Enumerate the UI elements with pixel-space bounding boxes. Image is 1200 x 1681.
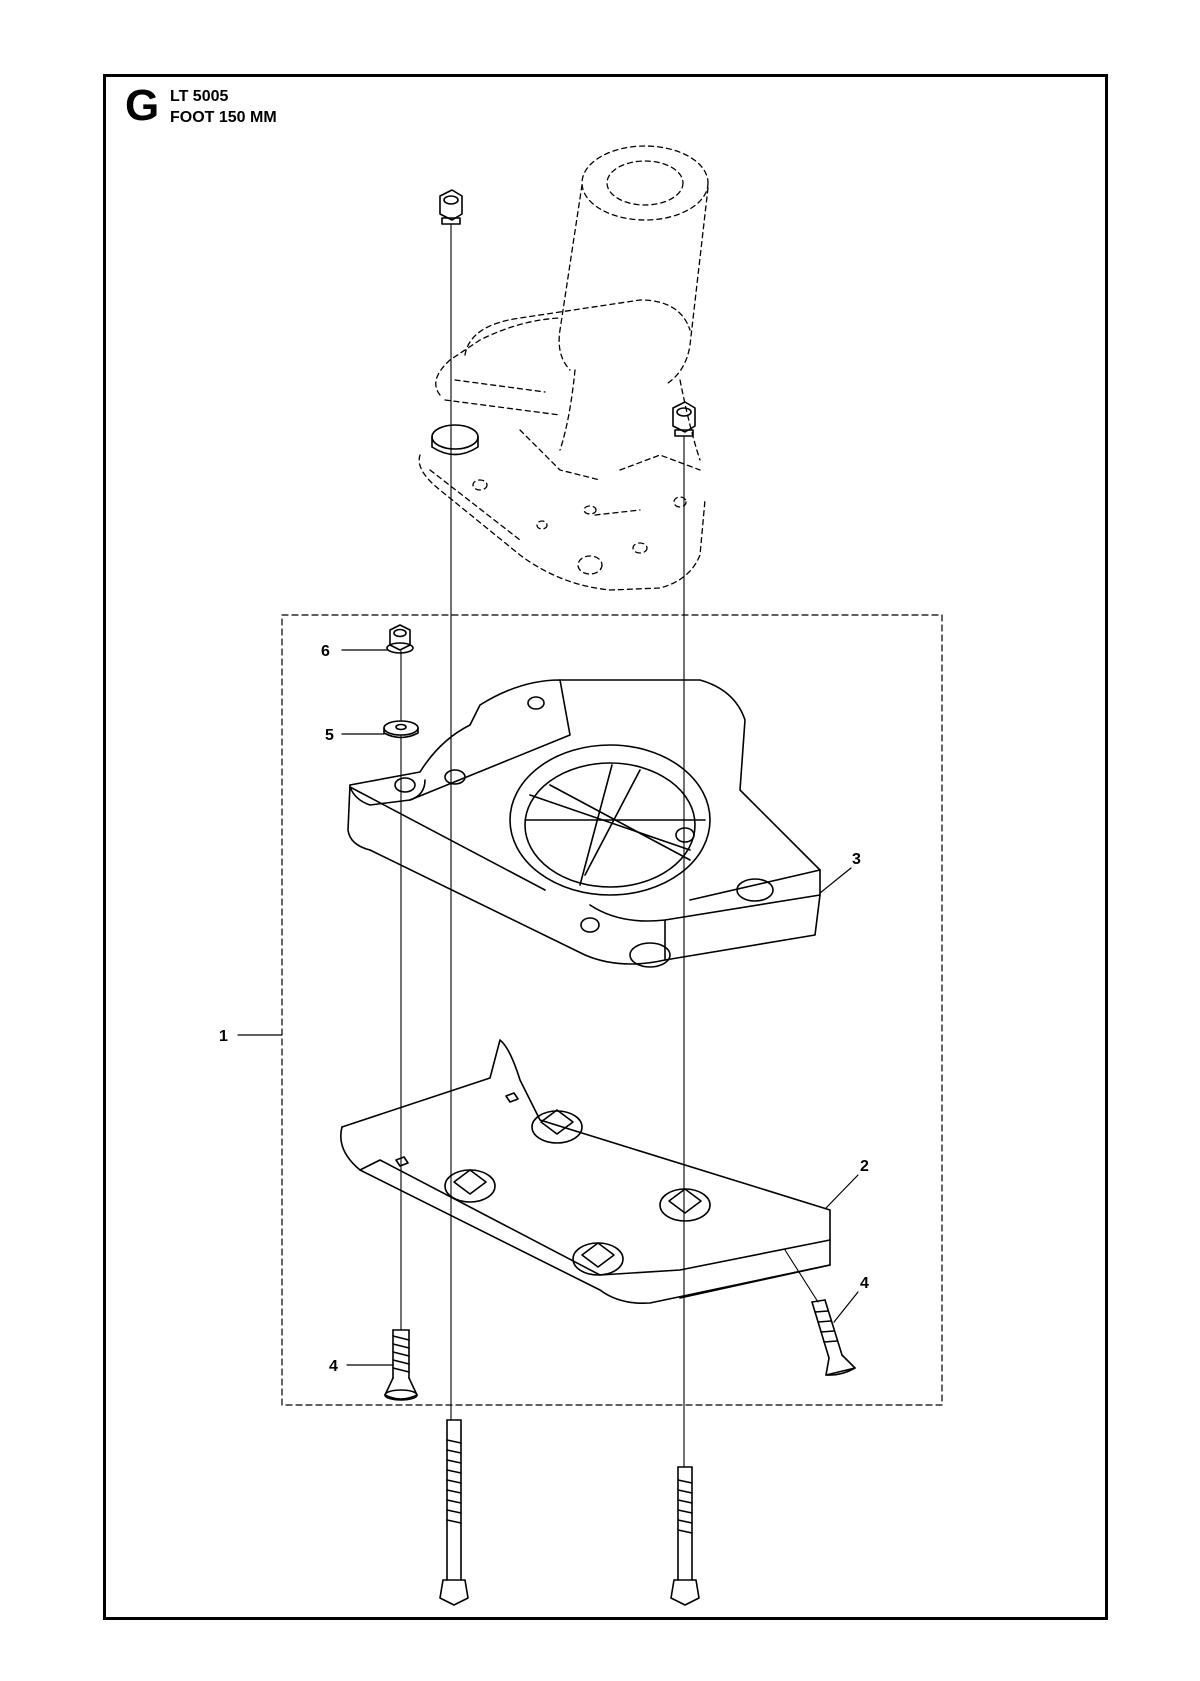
ghost-tube-housing [418,145,709,591]
callout-labels: 1 2 3 4 4 5 6 [219,643,869,1375]
assembly-title: FOOT 150 MM [170,109,277,126]
part-2-skid-plate [340,1039,831,1305]
callout-6: 6 [321,643,330,660]
part-4-screw-left [384,1329,418,1401]
callout-4-right: 4 [860,1275,869,1292]
kit-boundary [281,614,943,1406]
part-4-screw-right [811,1299,856,1376]
callout-3: 3 [852,851,861,868]
part-3-foot-base [347,679,821,968]
top-hex-nut-left [439,189,463,225]
assembly-center-lines [400,224,819,1468]
part-6-flange-nut [386,624,414,654]
diagram-frame [103,74,1108,1620]
callout-4-left: 4 [329,1358,338,1375]
long-bolt-left [439,1419,469,1606]
section-letter: G [125,81,160,130]
top-washer-left [431,424,479,456]
part-5-washer [383,720,419,739]
callout-1: 1 [219,1028,228,1045]
callout-5: 5 [325,727,334,744]
top-hex-nut-right [672,401,696,437]
callout-leaders [237,649,859,1366]
long-bolt-right [670,1466,700,1606]
callout-2: 2 [860,1158,869,1175]
model-title: LT 5005 [170,88,229,105]
